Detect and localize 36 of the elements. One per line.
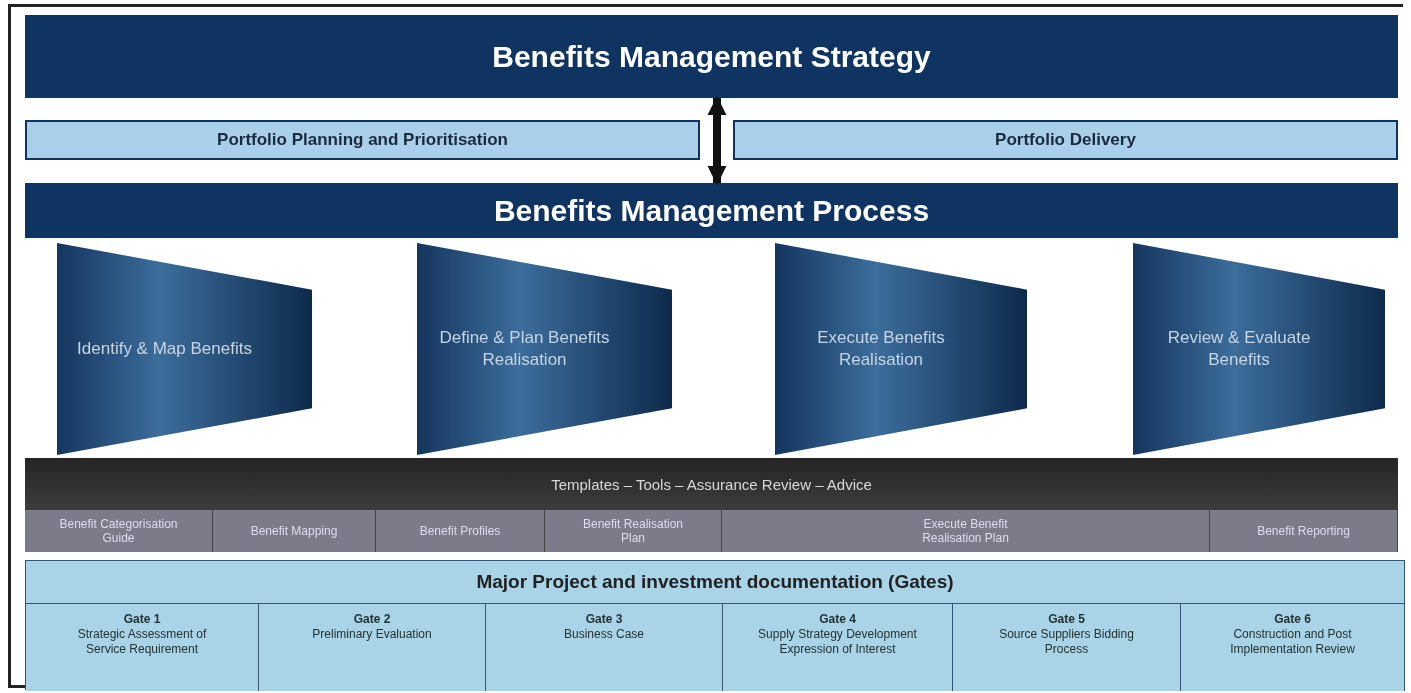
tool-cell: Benefit Profiles xyxy=(376,510,545,552)
gate-number: Gate 4 xyxy=(819,612,856,627)
gate-cell xyxy=(953,603,1181,691)
panel-heading: Major Project and investment documentation (Gates) xyxy=(476,570,954,594)
support-bar: Templates – Tools – Assurance Review – Advice xyxy=(25,458,1398,510)
gate-number: Gate 1 xyxy=(123,612,161,627)
tool-cell: Benefit Realisation Plan xyxy=(545,510,722,552)
gates-panel xyxy=(25,560,1405,690)
gate-description: Strategic Assessment of Service Requirement xyxy=(76,627,208,657)
gate-number: Gate 5 xyxy=(1048,612,1085,627)
tool-cell: Benefit Reporting xyxy=(1210,510,1398,552)
gate-description: Business Case xyxy=(563,627,644,642)
gate-number: Gate 6 xyxy=(1274,612,1311,627)
gate-description: Source Suppliers Bidding Process xyxy=(998,627,1135,657)
gate-cell xyxy=(26,603,259,691)
stage-label: Identify & Map Benefits xyxy=(77,337,252,360)
gate-cell xyxy=(486,603,723,691)
gate-number: Gate 2 xyxy=(353,612,391,627)
gate-description: Supply Strategy Development Expression of Interest xyxy=(757,627,918,657)
stage-label: Review & Evaluate Benefits xyxy=(1166,326,1312,371)
gate-cell xyxy=(723,603,953,691)
gate-description: Construction and Post Implementation Review xyxy=(1229,627,1356,657)
gate-number: Gate 3 xyxy=(585,612,623,627)
stage-label: Define & Plan Benefits Realisation xyxy=(438,326,611,371)
tool-cell: Execute Benefit Realisation Plan xyxy=(722,510,1210,552)
portfolio-band: Portfolio Delivery xyxy=(733,120,1398,160)
double-arrow xyxy=(707,96,727,185)
tool-cell: Benefit Categorisation Guide xyxy=(25,510,213,552)
gate-cell xyxy=(1181,603,1405,691)
title-banner: Benefits Management Process xyxy=(25,183,1398,238)
gate-description: Preliminary Evaluation xyxy=(312,627,432,642)
title-banner: Benefits Management Strategy xyxy=(25,15,1398,98)
portfolio-band: Portfolio Planning and Prioritisation xyxy=(25,120,700,160)
stage-label: Execute Benefits Realisation xyxy=(816,326,946,371)
gate-cell xyxy=(259,603,486,691)
tool-cell: Benefit Mapping xyxy=(213,510,376,552)
